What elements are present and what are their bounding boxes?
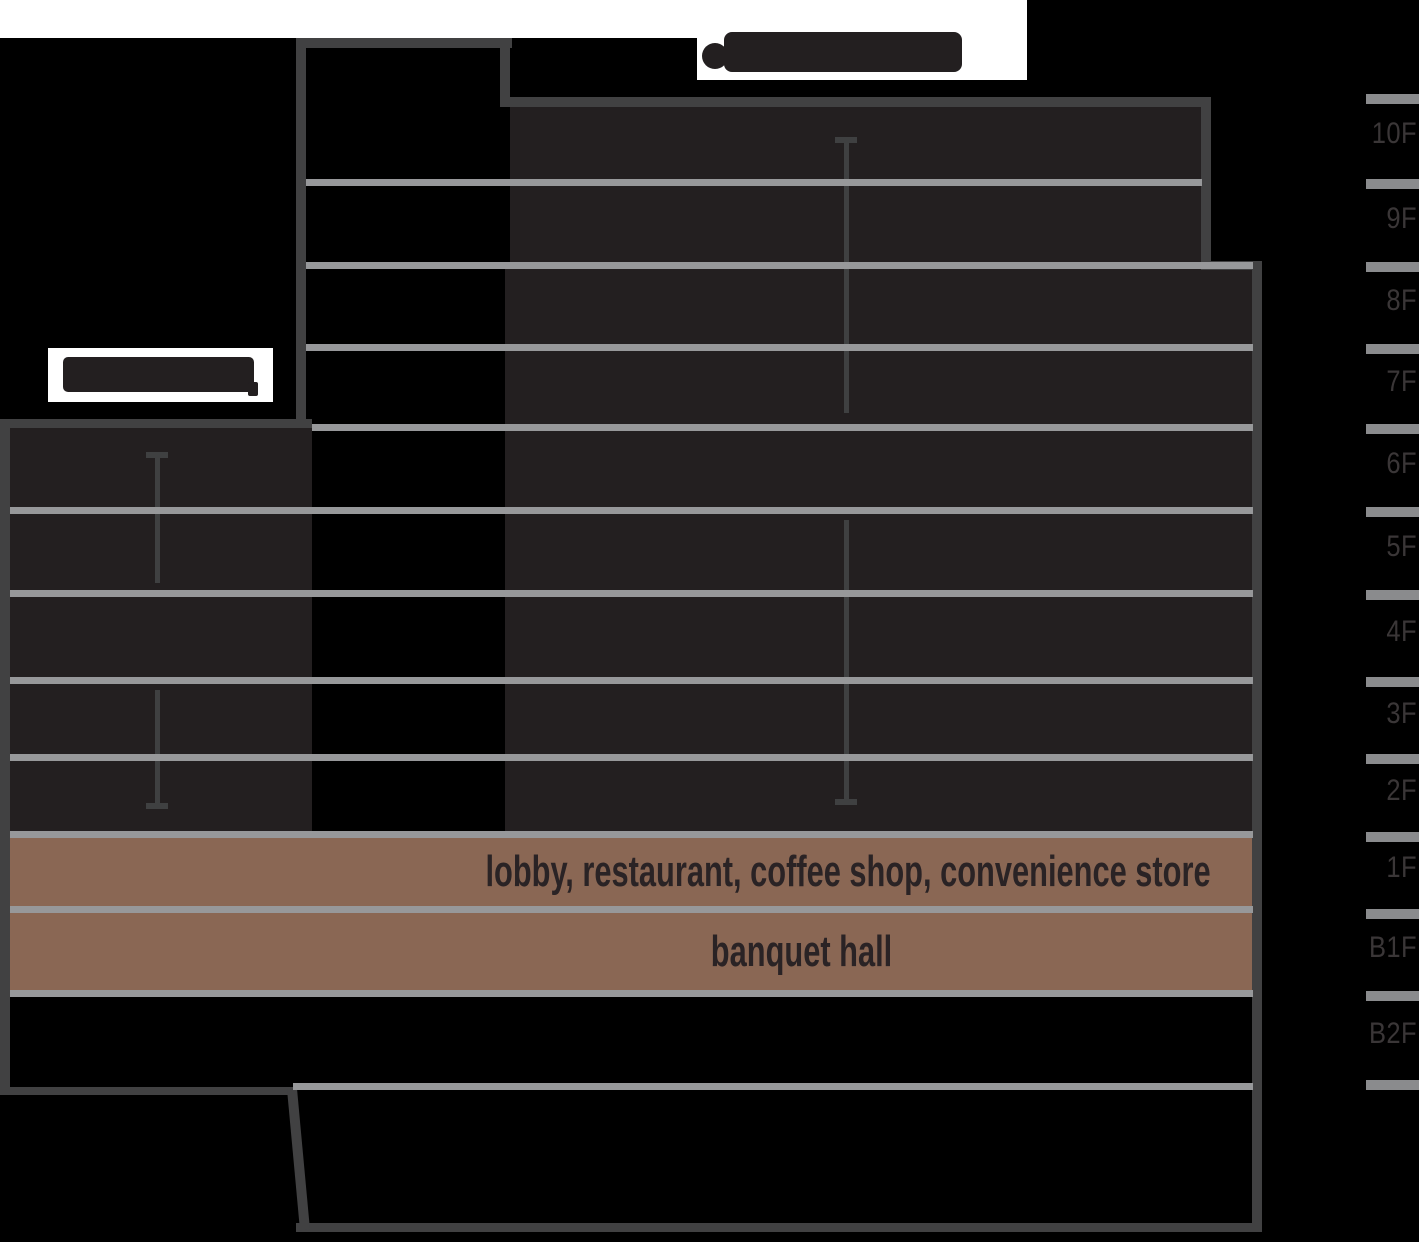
annex-interior	[10, 428, 312, 831]
band-text-1f: lobby, restaurant, coffee shop, convenie…	[485, 847, 1211, 896]
floor-tick	[1366, 832, 1419, 842]
elevator-range-cap-main-upper	[835, 137, 857, 143]
floor-tick	[1366, 507, 1419, 517]
floor-line-2f-1f	[10, 831, 1253, 838]
floor-label-5f: 5F	[1386, 530, 1417, 563]
floor-label-6f: 6F	[1386, 447, 1417, 480]
elevator-range-cap-main-lower	[835, 799, 857, 805]
wall-tower-left	[296, 38, 306, 428]
floor-line-b1f-b2f	[10, 990, 1253, 997]
elevator-range-line-main-upper	[844, 140, 849, 413]
floor-label-1f: 1F	[1386, 851, 1417, 884]
floor-label-3f: 3F	[1386, 697, 1417, 730]
wall-annex-top	[0, 419, 312, 428]
elevator-range-line-main-lower	[844, 520, 849, 803]
band-text-b1f: banquet hall	[710, 927, 893, 976]
floor-label-8f: 8F	[1386, 284, 1417, 317]
floor-line-8f-7f	[306, 344, 1253, 351]
floor-label-7f: 7F	[1386, 365, 1417, 398]
wall-building-bottom	[296, 1223, 1262, 1232]
wall-main-right-lower	[1252, 261, 1262, 1232]
elevator-range-cap-annex-lower	[146, 803, 168, 809]
floor-tick	[1366, 94, 1419, 104]
floor-line-1f-b1f	[10, 906, 1253, 913]
floor-tick	[1366, 424, 1419, 434]
floor-band-b1f	[10, 913, 1253, 990]
floor-line-4f-3f	[10, 677, 1253, 684]
wall-tower-right	[500, 48, 510, 107]
floor-line-below-b2f	[293, 1083, 1253, 1090]
floor-label-b1f: B1F	[1368, 931, 1417, 964]
floor-band-1f	[10, 838, 1253, 906]
floor-label-2f: 2F	[1386, 774, 1417, 807]
wall-main-top	[500, 97, 1211, 107]
floor-label-9f: 9F	[1386, 202, 1417, 235]
wall-annex-left	[0, 419, 10, 1095]
main-tower-lower-interior	[505, 269, 1252, 831]
elevator-range-cap-annex-upper	[146, 452, 168, 458]
floor-tick	[1366, 991, 1419, 1001]
redacted-title-bar	[724, 32, 962, 72]
wall-main-right-upper	[1201, 97, 1211, 270]
floor-tick	[1366, 909, 1419, 919]
redacted-annex-bar-tail	[248, 382, 258, 396]
floor-line-6f-5f	[10, 507, 1253, 514]
floor-tick	[1366, 590, 1419, 600]
floor-tick	[1366, 262, 1419, 272]
floor-tick	[1366, 179, 1419, 189]
floor-line-10f-9f	[306, 179, 1202, 186]
redacted-annex-bar	[63, 357, 254, 392]
floor-label-4f: 4F	[1386, 615, 1417, 648]
floor-label-10f: 10F	[1371, 117, 1417, 150]
wall-tower-top	[296, 38, 512, 48]
floor-label-b2f: B2F	[1368, 1017, 1417, 1050]
floor-line-9f-8f	[306, 262, 1253, 269]
floor-tick	[1366, 677, 1419, 687]
floor-tick	[1366, 1080, 1419, 1090]
elevator-range-line-annex-upper	[155, 455, 160, 583]
floor-line-3f-2f	[10, 754, 1253, 761]
floor-line-7f-6f	[312, 424, 1253, 431]
floor-tick	[1366, 344, 1419, 354]
floor-line-5f-4f	[10, 590, 1253, 597]
wall-annex-bottom	[0, 1087, 295, 1095]
title-leading-glyph	[702, 43, 728, 69]
elevator-range-line-annex-lower	[155, 690, 160, 807]
floor-tick	[1366, 754, 1419, 764]
